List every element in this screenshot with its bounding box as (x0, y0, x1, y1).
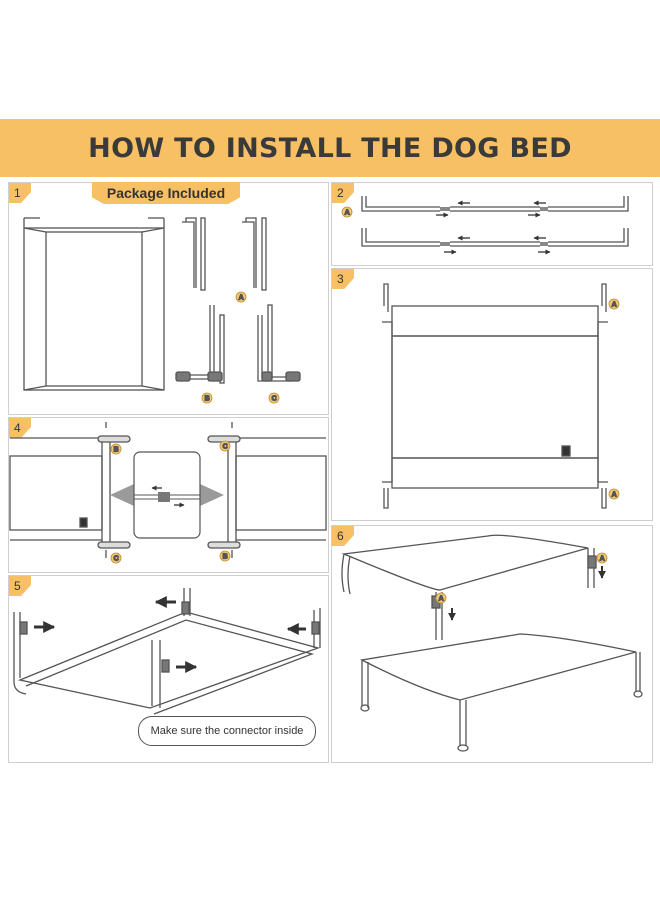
frame-part-c: C (257, 304, 301, 404)
step-1-panel: 1 (8, 182, 329, 415)
frame-assembly-perspective (13, 588, 321, 715)
bed-fabric-with-frame: A A (382, 283, 620, 509)
bed-fabric-piece (23, 217, 165, 391)
svg-text:A: A (612, 492, 617, 499)
step-3-panel: 3 (331, 268, 653, 521)
svg-text:C: C (223, 444, 228, 451)
connector-callout: Make sure the connector inside (138, 716, 316, 746)
svg-text:B: B (205, 396, 210, 403)
finished-dog-bed (359, 633, 643, 752)
step-6-panel: 6 (331, 525, 653, 763)
step-4-number: 4 (9, 418, 31, 438)
step-2-number: 2 (332, 183, 354, 203)
frame-part-a-pair-1 (182, 217, 206, 291)
svg-text:C: C (114, 556, 119, 563)
package-included-label: Package Included (92, 182, 240, 204)
svg-text:B: B (114, 447, 119, 454)
svg-text:B: B (223, 554, 228, 561)
rail-assembly-bottom (361, 228, 629, 255)
svg-text:A: A (345, 210, 350, 217)
frame-part-a-pair-2: A (235, 217, 267, 303)
leg-attach-right: C B (207, 422, 327, 562)
step-6-number: 6 (332, 526, 354, 546)
bed-assembly-with-legs: A A (341, 534, 608, 640)
svg-text:A: A (600, 556, 605, 563)
page-title: HOW TO INSTALL THE DOG BED (88, 132, 572, 164)
connector-zoom-detail (110, 451, 224, 539)
svg-text:A: A (612, 302, 617, 309)
step-1-number: 1 (9, 183, 31, 203)
title-banner: HOW TO INSTALL THE DOG BED (0, 119, 660, 177)
rail-assembly-top: A (341, 196, 629, 218)
frame-part-b: B (175, 305, 225, 404)
step-2-panel: 2 (331, 182, 653, 266)
svg-text:C: C (272, 396, 277, 403)
step-3-number: 3 (332, 269, 354, 289)
step-5-number: 5 (9, 576, 31, 596)
leg-attach-left: B C (9, 422, 131, 564)
svg-text:A: A (239, 295, 244, 302)
svg-text:A: A (439, 596, 444, 603)
